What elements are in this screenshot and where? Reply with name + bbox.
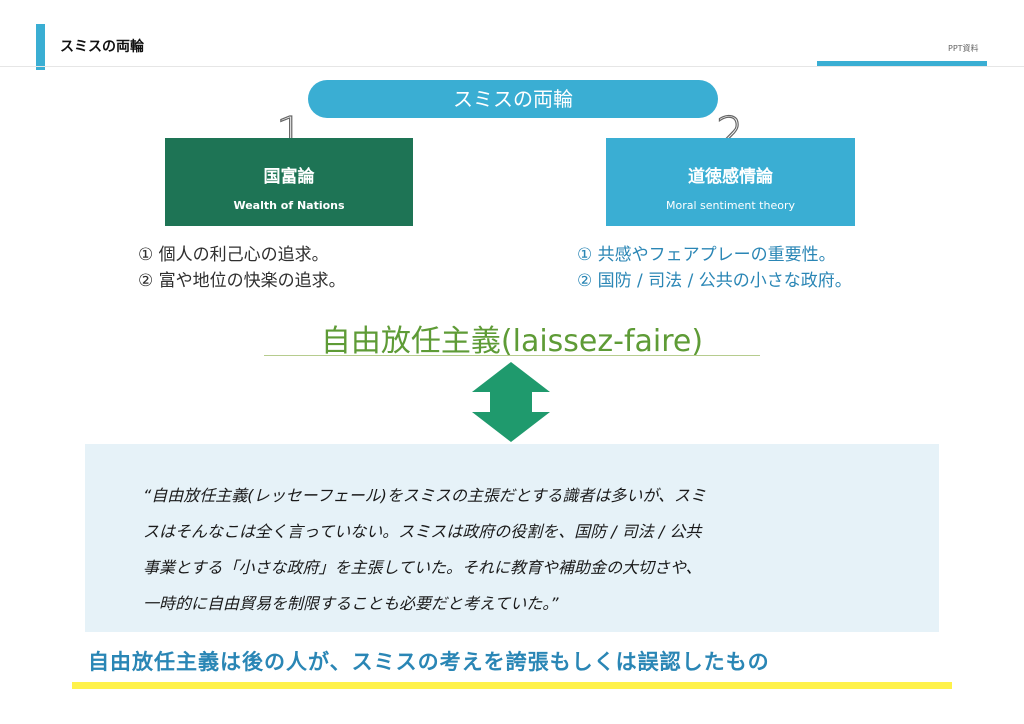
two-wheels-pill: スミスの両輪 <box>308 80 718 118</box>
left-point-1: ① 個人の利己心の追求。 <box>138 245 329 265</box>
right-point-2: ② 国防 / 司法 / 公共の小さな政府。 <box>577 271 852 291</box>
right-point-1: ① 共感やフェアプレーの重要性。 <box>577 245 836 265</box>
conclusion-text: 自由放任主義は後の人が、スミスの考えを誇張もしくは誤認したもの <box>88 650 770 674</box>
moral-sentiments-title: 道徳感情論 <box>688 167 773 187</box>
header-accent-line <box>817 61 987 66</box>
wealth-of-nations-box: 国富論 Wealth of Nations <box>165 138 413 226</box>
wealth-of-nations-subtitle: Wealth of Nations <box>233 199 345 212</box>
double-arrow-icon <box>472 362 550 442</box>
left-point-2: ② 富や地位の快楽の追求。 <box>138 271 346 291</box>
header-divider <box>0 66 1024 67</box>
moral-sentiments-box: 道徳感情論 Moral sentiment theory <box>606 138 855 226</box>
quote-box <box>85 444 939 632</box>
quote-line-4: 一時的に自由貿易を制限することも必要だと考えていた。” <box>143 594 559 613</box>
page-title: スミスの両輪 <box>60 39 144 55</box>
laissez-faire-heading: 自由放任主義(laissez-faire) <box>320 324 704 359</box>
quote-line-1: “自由放任主義(レッセーフェール)をスミスの主張だとする識者は多いが、スミ <box>143 486 707 505</box>
conclusion-highlight <box>72 682 952 689</box>
quote-line-2: スはそんなこは全く言っていない。スミスは政府の役割を、国防 / 司法 / 公共 <box>143 522 702 541</box>
wealth-of-nations-title: 国富論 <box>263 167 315 187</box>
title-accent-bar <box>36 24 45 70</box>
document-label: PPT資料 <box>948 44 979 53</box>
laissez-faire-underline <box>264 355 760 356</box>
quote-line-3: 事業とする「小さな政府」を主張していた。それに教育や補助金の大切さや、 <box>143 558 702 577</box>
moral-sentiments-subtitle: Moral sentiment theory <box>666 199 795 212</box>
